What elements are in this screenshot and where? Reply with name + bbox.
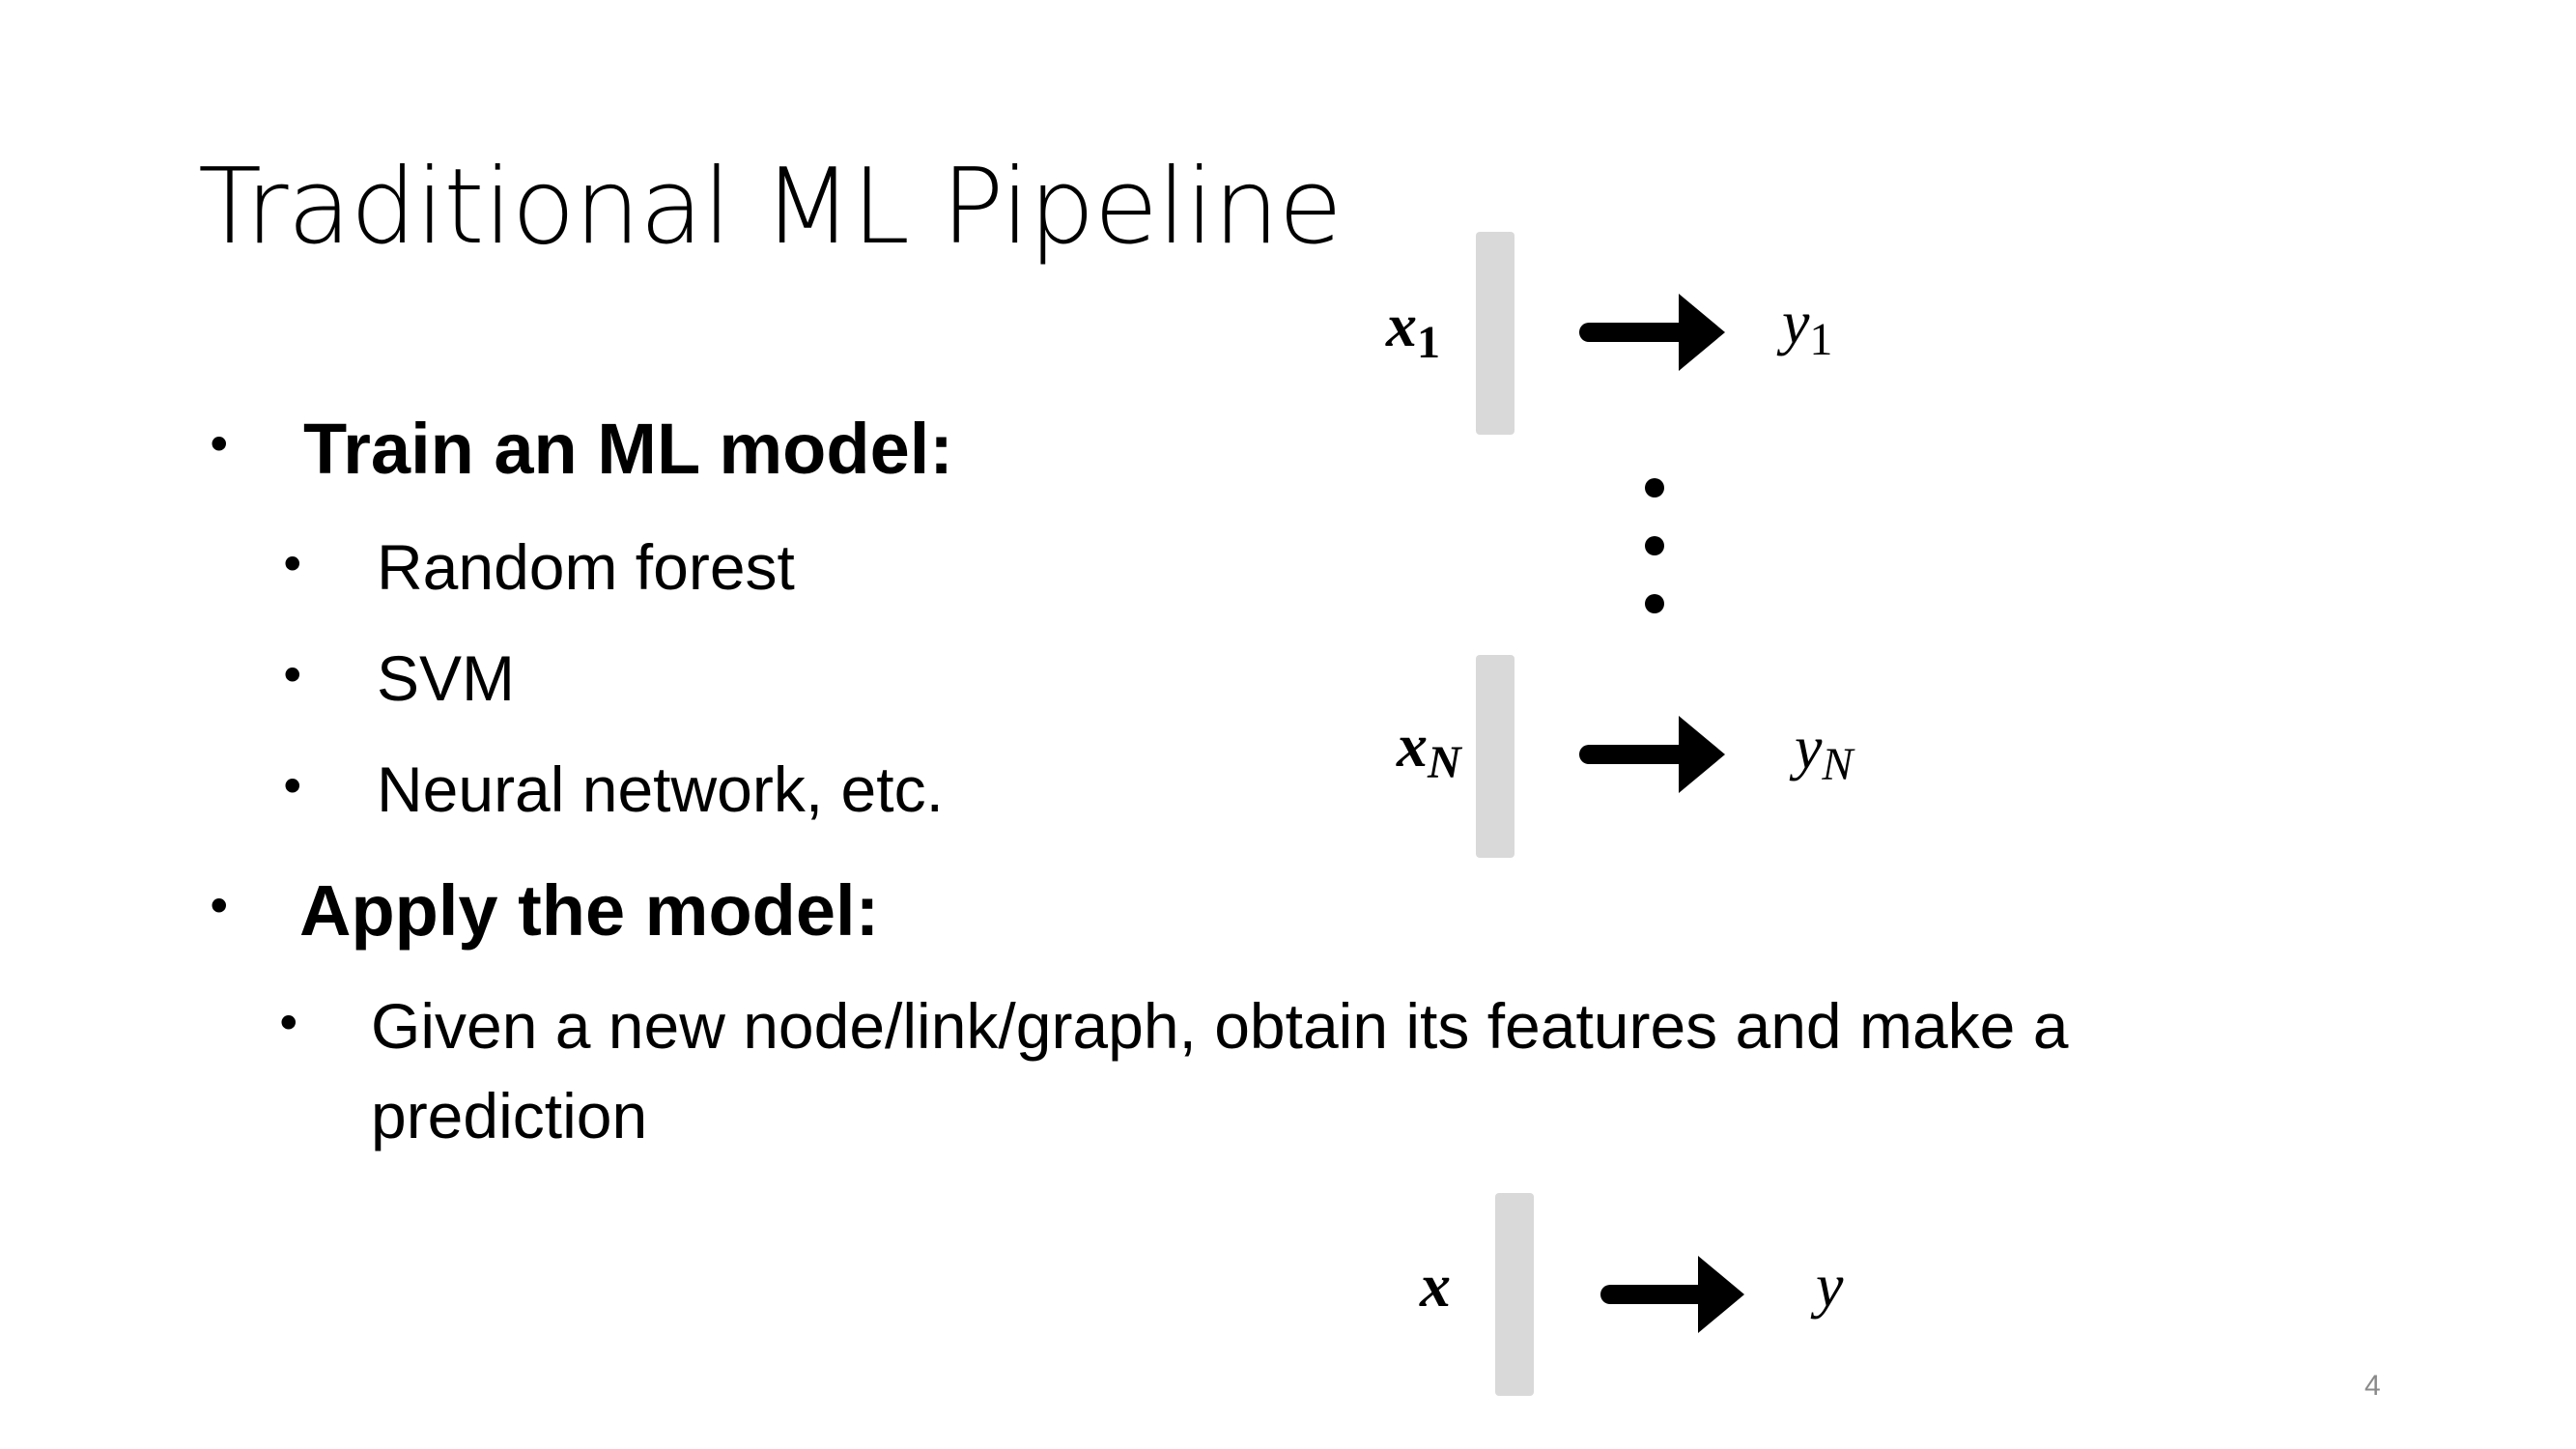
vertical-ellipsis	[1645, 478, 1664, 613]
bullet-marker: •	[278, 648, 307, 704]
arrow-predict-head	[1698, 1256, 1744, 1333]
arrow-1-head	[1679, 294, 1725, 371]
output-y1-label: y1	[1776, 288, 1832, 365]
bullet-item-line2: prediction	[371, 1080, 648, 1151]
bullet-neural-network: • Neural network, etc.	[278, 744, 944, 835]
ellipsis-dot	[1645, 536, 1664, 555]
input-x1-label: x1	[1385, 291, 1440, 368]
feature-bar-n	[1476, 655, 1514, 858]
feature-bar-predict	[1495, 1193, 1534, 1396]
output-yn-main: y	[1789, 713, 1823, 781]
slide-title: Traditional ML Pipeline	[198, 147, 1343, 268]
bullet-item-text: Random forest	[377, 531, 795, 603]
ellipsis-dot	[1645, 594, 1664, 613]
bullet-marker: •	[274, 996, 303, 1052]
page-number: 4	[2364, 1370, 2381, 1402]
bullet-apply-heading: Apply the model:	[299, 870, 880, 951]
input-xn-label: xN	[1396, 711, 1463, 788]
output-yn-sub: N	[1821, 739, 1855, 790]
diagram-row-1: x1 y1	[1385, 232, 1832, 435]
bullet-marker: •	[278, 759, 307, 815]
diagram-row-n: xN yN	[1396, 655, 1855, 858]
bullet-svm: • SVM	[278, 633, 515, 724]
bullet-train: • Train an ML model:	[205, 406, 953, 493]
bullet-random-forest: • Random forest	[278, 522, 795, 612]
input-x1-main: x	[1385, 291, 1417, 359]
arrow-n-head	[1679, 716, 1725, 793]
bullet-given-new-continued: prediction	[371, 1070, 647, 1161]
input-xn-main: x	[1396, 711, 1428, 780]
feature-bar-1	[1476, 232, 1514, 435]
bullet-item-text: SVM	[377, 642, 516, 714]
bullet-marker: •	[205, 417, 234, 473]
bullet-train-heading: Train an ML model:	[303, 409, 953, 489]
output-y-label: y	[1810, 1251, 1844, 1320]
bullet-item-line1: Given a new node/link/graph, obtain its …	[371, 990, 2069, 1062]
output-y1-main: y	[1776, 288, 1810, 356]
output-y1-sub: 1	[1809, 314, 1832, 365]
bullet-apply: • Apply the model:	[205, 867, 879, 954]
input-xn-sub: N	[1427, 737, 1463, 788]
bullet-marker: •	[278, 537, 307, 593]
bullet-marker: •	[205, 879, 234, 935]
diagram-row-predict: x y	[1419, 1193, 1844, 1396]
input-x1-sub: 1	[1417, 317, 1440, 368]
bullet-given-new: • Given a new node/link/graph, obtain it…	[274, 980, 2068, 1071]
ellipsis-dot	[1645, 478, 1664, 497]
bullet-item-text: Neural network, etc.	[377, 753, 944, 825]
input-x-label: x	[1419, 1251, 1451, 1320]
output-yn-label: yN	[1789, 713, 1855, 790]
